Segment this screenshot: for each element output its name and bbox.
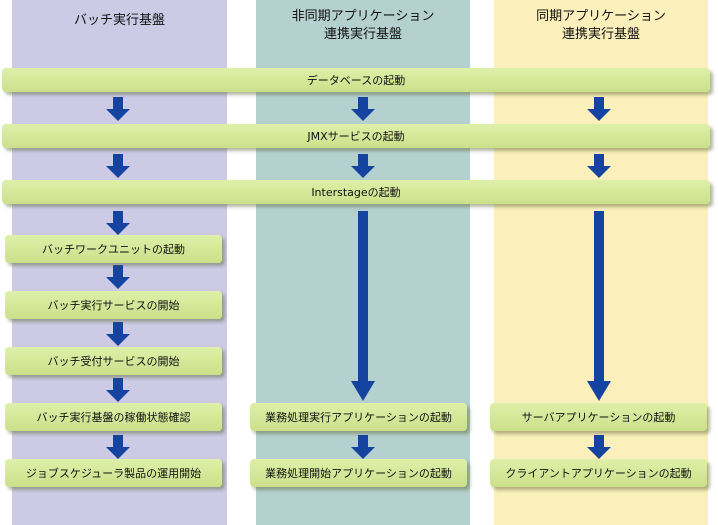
step-interstage-start: Interstageの起動 bbox=[2, 180, 710, 204]
step-database-start-label: データベースの起動 bbox=[306, 74, 406, 87]
arrow-batch-1 bbox=[106, 97, 130, 121]
step-batch-accept-service: バッチ受付サービスの開始 bbox=[5, 347, 222, 375]
step-async-exec-app: 業務処理実行アプリケーションの起動 bbox=[250, 403, 467, 431]
arrow-async-2 bbox=[351, 154, 375, 178]
step-sync-server-app: サーバアプリケーションの起動 bbox=[490, 403, 707, 431]
sync-column-title-line2: 連携実行基盤 bbox=[561, 27, 640, 42]
arrow-batch-3 bbox=[106, 211, 130, 235]
async-column-title-line1: 非同期アプリケーション bbox=[291, 9, 435, 24]
step-jmx-start-label: JMXサービスの起動 bbox=[307, 130, 405, 143]
arrow-batch-5 bbox=[106, 322, 130, 346]
arrow-batch-4 bbox=[106, 265, 130, 289]
sync-column-title-line1: 同期アプリケーション bbox=[536, 9, 666, 24]
step-batch-accept-service-label: バッチ受付サービスの開始 bbox=[47, 355, 180, 368]
step-sync-client-app-label: クライアントアプリケーションの起動 bbox=[505, 467, 692, 480]
step-batch-status-check: バッチ実行基盤の稼働状態確認 bbox=[5, 403, 222, 431]
step-interstage-start-label: Interstageの起動 bbox=[311, 186, 401, 199]
arrow-sync-2 bbox=[587, 154, 611, 178]
arrow-sync-long bbox=[587, 211, 611, 401]
step-jmx-start: JMXサービスの起動 bbox=[2, 124, 710, 148]
arrow-batch-6 bbox=[106, 378, 130, 402]
step-batch-workunit-label: バッチワークユニットの起動 bbox=[42, 243, 185, 256]
step-batch-scheduler-label: ジョブスケジューラ製品の運用開始 bbox=[25, 467, 202, 480]
step-async-start-app-label: 業務処理開始アプリケーションの起動 bbox=[265, 467, 452, 480]
arrow-sync-1 bbox=[587, 97, 611, 121]
async-column-title-line2: 連携実行基盤 bbox=[323, 27, 402, 42]
arrow-async-1 bbox=[351, 97, 375, 121]
arrow-async-long bbox=[351, 211, 375, 401]
async-column-title: 非同期アプリケーション 連携実行基盤 bbox=[256, 8, 470, 44]
sync-column-title: 同期アプリケーション 連携実行基盤 bbox=[494, 8, 708, 44]
arrow-sync-2b bbox=[587, 435, 611, 459]
step-sync-server-app-label: サーバアプリケーションの起動 bbox=[521, 411, 676, 424]
step-batch-exec-service: バッチ実行サービスの開始 bbox=[5, 291, 222, 319]
step-batch-workunit: バッチワークユニットの起動 bbox=[5, 235, 222, 263]
step-sync-client-app: クライアントアプリケーションの起動 bbox=[490, 459, 707, 487]
step-async-exec-app-label: 業務処理実行アプリケーションの起動 bbox=[265, 411, 452, 424]
step-batch-scheduler: ジョブスケジューラ製品の運用開始 bbox=[5, 459, 222, 487]
step-batch-status-check-label: バッチ実行基盤の稼働状態確認 bbox=[36, 411, 191, 424]
batch-column-title: バッチ実行基盤 bbox=[12, 8, 227, 30]
step-database-start: データベースの起動 bbox=[2, 68, 710, 92]
arrow-batch-7 bbox=[106, 435, 130, 459]
arrow-async-2b bbox=[351, 435, 375, 459]
step-batch-exec-service-label: バッチ実行サービスの開始 bbox=[47, 299, 180, 312]
batch-column-title-text: バッチ実行基盤 bbox=[73, 13, 165, 28]
step-async-start-app: 業務処理開始アプリケーションの起動 bbox=[250, 459, 467, 487]
arrow-batch-2 bbox=[106, 154, 130, 178]
